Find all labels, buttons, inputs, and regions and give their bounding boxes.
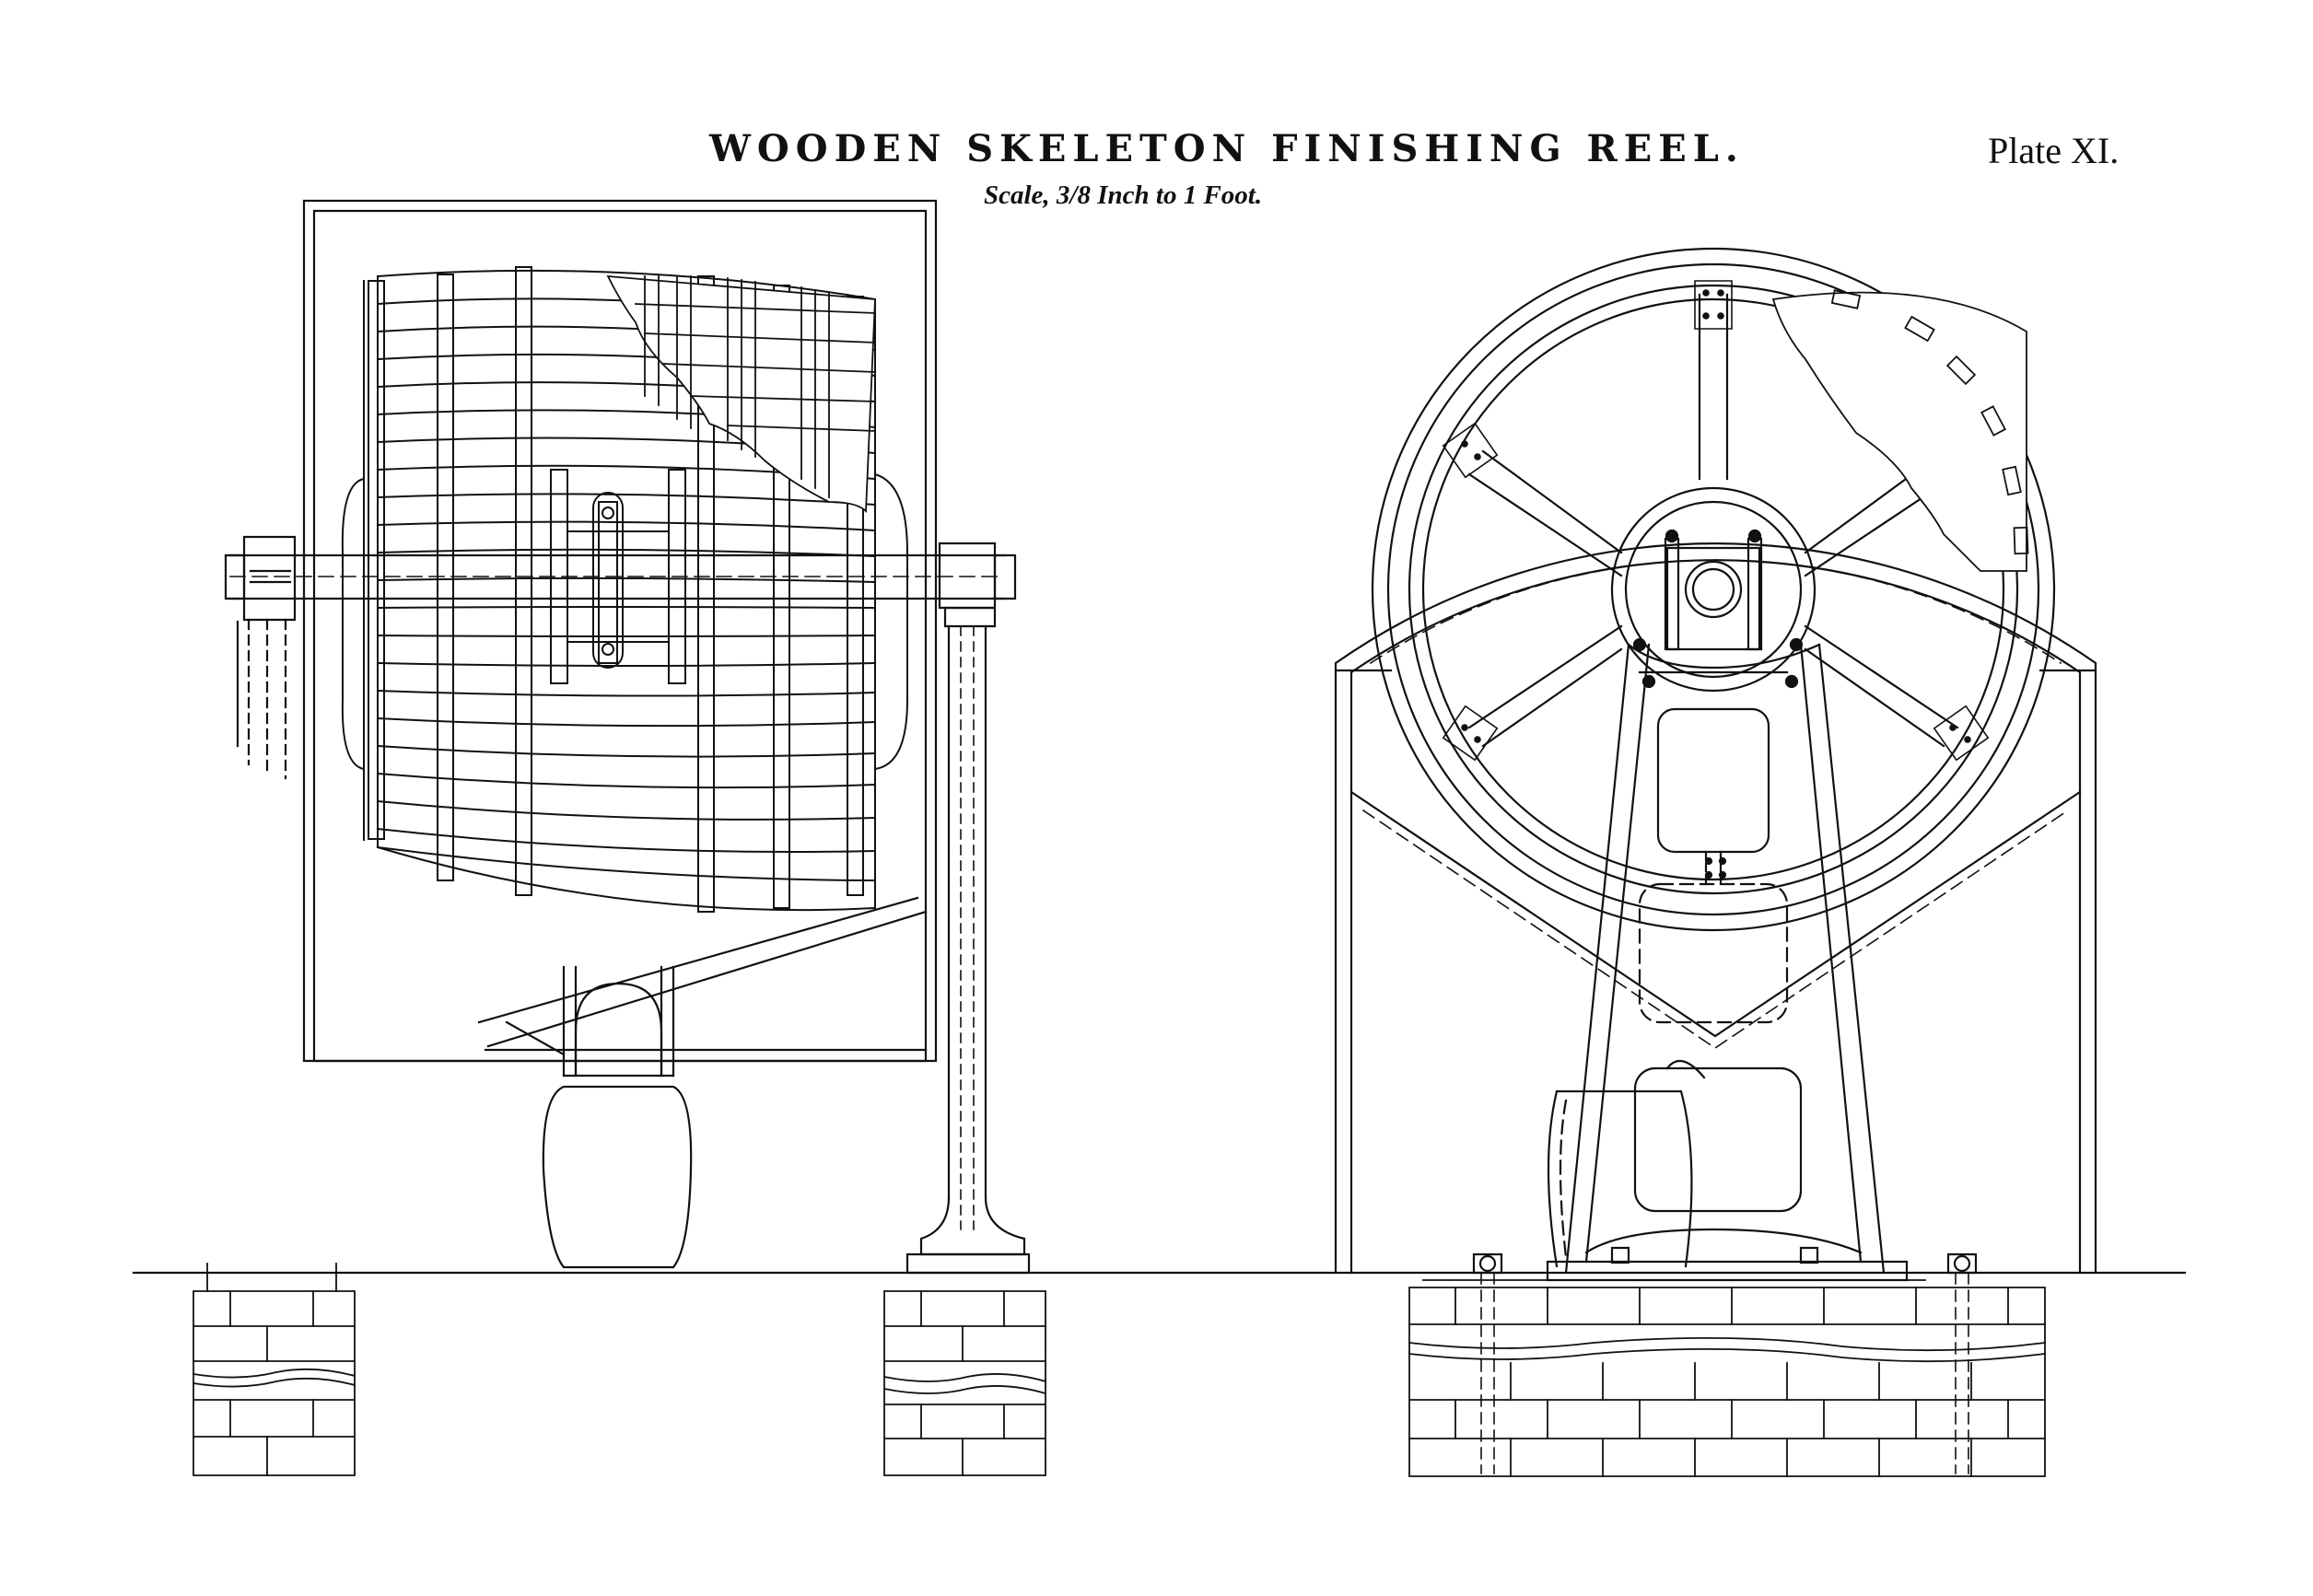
side-elevation — [193, 201, 1046, 1475]
end-elevation — [1336, 249, 2096, 1476]
brick-pier-column — [884, 1291, 1046, 1475]
spoke-plates — [1443, 281, 1988, 760]
foundation-bolts — [1474, 1254, 1976, 1474]
reel-wheel — [1373, 249, 2054, 930]
arched-frame — [1336, 543, 2096, 1273]
finishing-tub — [507, 967, 691, 1267]
wheel-hub — [1612, 488, 1815, 691]
reel-frame — [304, 201, 936, 1061]
end-tub — [1548, 1061, 1704, 1266]
reel-staves — [368, 267, 863, 912]
rim-cutaway — [1773, 290, 2027, 571]
reel-shaft — [230, 555, 1004, 599]
a-frame-standard — [1548, 639, 1907, 1280]
plate-number: Plate XI. — [1988, 130, 2120, 171]
skeleton-grid — [608, 276, 875, 511]
plate-title: WOODEN SKELETON FINISHING REEL. — [709, 127, 1745, 170]
brick-foundation — [1409, 1280, 2045, 1476]
left-bearing — [226, 537, 295, 778]
right-bearing-column — [907, 543, 1029, 1273]
brick-pier-left — [193, 1264, 355, 1475]
scale-note: Scale, 3/8 Inch to 1 Foot. — [984, 181, 1263, 210]
